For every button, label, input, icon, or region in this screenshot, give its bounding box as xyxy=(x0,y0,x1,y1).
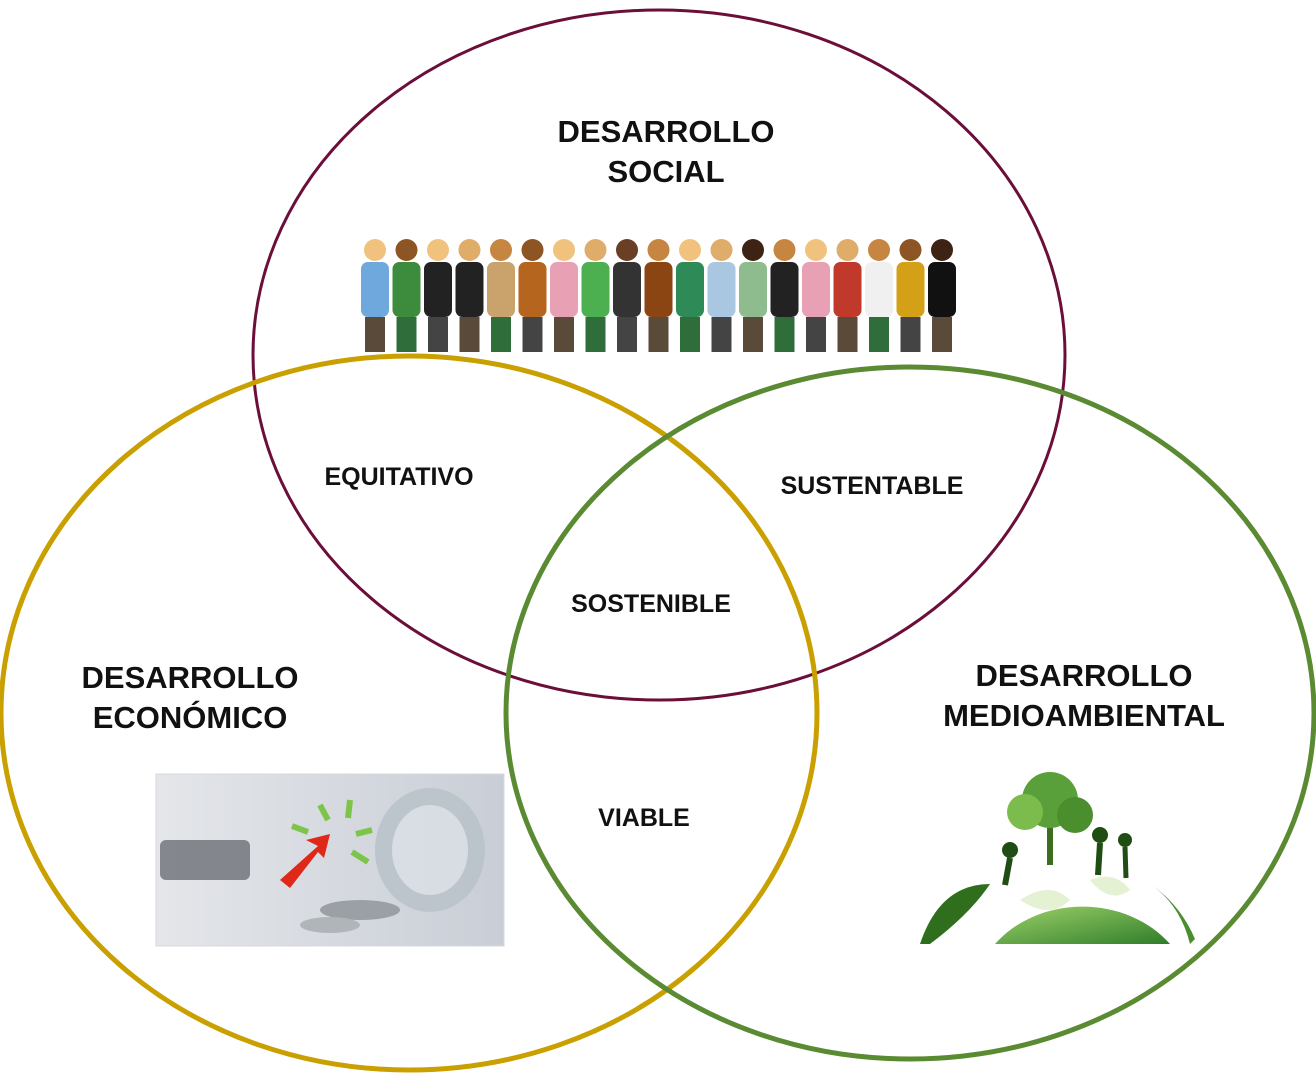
person-legs xyxy=(428,317,448,352)
sostenible-label: SOSTENIBLE xyxy=(571,590,731,618)
person-head xyxy=(427,239,449,261)
person-head xyxy=(584,239,607,261)
person-legs xyxy=(554,317,574,352)
person-legs xyxy=(711,317,732,352)
medioambiental-label-line2: MEDIOAMBIENTAL xyxy=(943,698,1225,734)
people-illustration xyxy=(361,239,956,352)
person-body xyxy=(487,262,515,317)
person-legs xyxy=(806,317,826,352)
person-legs xyxy=(365,317,385,352)
person-body xyxy=(865,262,893,317)
medioambiental-circle xyxy=(503,364,1316,1062)
person-head xyxy=(868,239,890,261)
economico-label: DESARROLLO ECONÓMICO xyxy=(0,658,400,739)
person-body xyxy=(644,262,673,317)
person-body xyxy=(550,262,578,317)
person-head xyxy=(742,239,764,261)
person-body xyxy=(707,262,736,317)
person-body xyxy=(928,262,956,317)
person-head xyxy=(395,239,418,261)
person-head xyxy=(647,239,670,261)
person-legs xyxy=(522,317,543,352)
person-body xyxy=(518,262,547,317)
green-globe-illustration xyxy=(920,772,1195,944)
person-body xyxy=(613,262,641,317)
person-legs xyxy=(491,317,511,352)
person-legs xyxy=(459,317,480,352)
person-head xyxy=(364,239,386,261)
person-legs xyxy=(743,317,763,352)
social-label-line1: DESARROLLO xyxy=(557,114,775,149)
person-legs xyxy=(396,317,417,352)
equitativo-label: EQUITATIVO xyxy=(324,463,474,491)
person-body xyxy=(833,262,862,317)
person-legs xyxy=(774,317,795,352)
person-head xyxy=(773,239,796,261)
person-head xyxy=(899,239,922,261)
coins-growth-photo xyxy=(155,773,505,947)
person-body xyxy=(802,262,830,317)
person-head xyxy=(521,239,544,261)
economico-label-line2: ECONÓMICO xyxy=(92,700,288,736)
person-body xyxy=(392,262,421,317)
person-legs xyxy=(900,317,921,352)
person-legs xyxy=(869,317,889,352)
person-head xyxy=(805,239,827,261)
social-label: DESARROLLO SOCIAL xyxy=(456,112,876,193)
person-body xyxy=(361,262,389,317)
sustentable-label: SUSTENTABLE xyxy=(780,472,964,500)
person-body xyxy=(455,262,484,317)
person-head xyxy=(553,239,575,261)
person-head xyxy=(710,239,733,261)
medioambiental-label-line1: DESARROLLO xyxy=(975,658,1193,693)
person-legs xyxy=(680,317,700,352)
person-legs xyxy=(932,317,952,352)
person-head xyxy=(679,239,701,261)
person-head xyxy=(490,239,512,261)
person-legs xyxy=(837,317,858,352)
person-body xyxy=(739,262,767,317)
person-head xyxy=(616,239,638,261)
economico-label-line1: DESARROLLO xyxy=(81,660,299,695)
viable-label: VIABLE xyxy=(598,804,690,832)
person-head xyxy=(931,239,953,261)
person-head xyxy=(458,239,481,261)
person-body xyxy=(424,262,452,317)
social-label-line2: SOCIAL xyxy=(607,154,725,190)
medioambiental-label: DESARROLLO MEDIOAMBIENTAL xyxy=(874,656,1294,737)
person-body xyxy=(676,262,704,317)
social-circle xyxy=(251,8,1067,702)
person-body xyxy=(770,262,799,317)
person-legs xyxy=(617,317,637,352)
person-head xyxy=(836,239,859,261)
person-body xyxy=(581,262,610,317)
person-legs xyxy=(648,317,669,352)
person-legs xyxy=(585,317,606,352)
person-body xyxy=(896,262,925,317)
economico-circle xyxy=(0,353,820,1073)
